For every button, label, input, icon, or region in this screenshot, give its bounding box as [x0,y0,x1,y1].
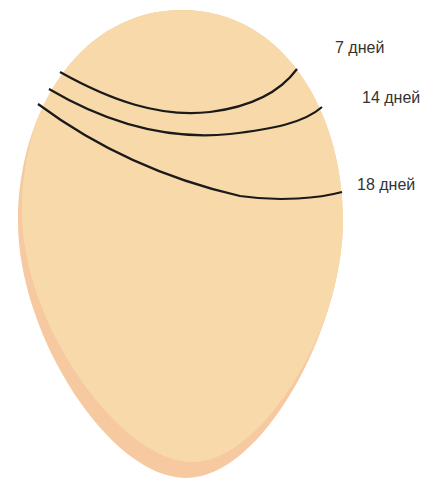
day-label: 7 дней [335,38,384,57]
day-label: 14 дней [362,88,420,107]
egg-body [22,0,347,462]
air-cell-line-14 [49,89,322,135]
day-label: 18 дней [357,175,415,194]
air-cell-line-7 [60,69,297,113]
air-cell-line-18 [38,104,342,199]
